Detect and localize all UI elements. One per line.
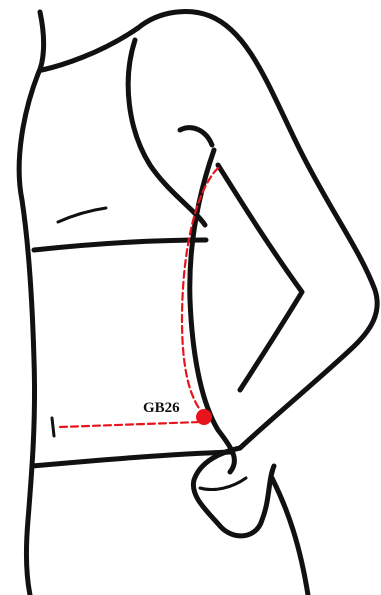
front-contour — [190, 150, 235, 472]
back-contour — [19, 12, 43, 595]
lower-front-contour — [272, 478, 308, 595]
finger-line — [200, 478, 246, 490]
band-line-upper — [34, 240, 206, 250]
inner-arm — [218, 165, 302, 390]
guide-line-horizontal — [60, 422, 200, 427]
acupoint-marker — [196, 409, 212, 425]
navel-mark — [52, 418, 54, 436]
armpit-contour — [128, 40, 205, 225]
acupoint-label: GB26 — [143, 400, 180, 416]
elbow-crease — [180, 128, 212, 145]
neck-line — [42, 28, 138, 70]
chest-line — [58, 208, 106, 222]
